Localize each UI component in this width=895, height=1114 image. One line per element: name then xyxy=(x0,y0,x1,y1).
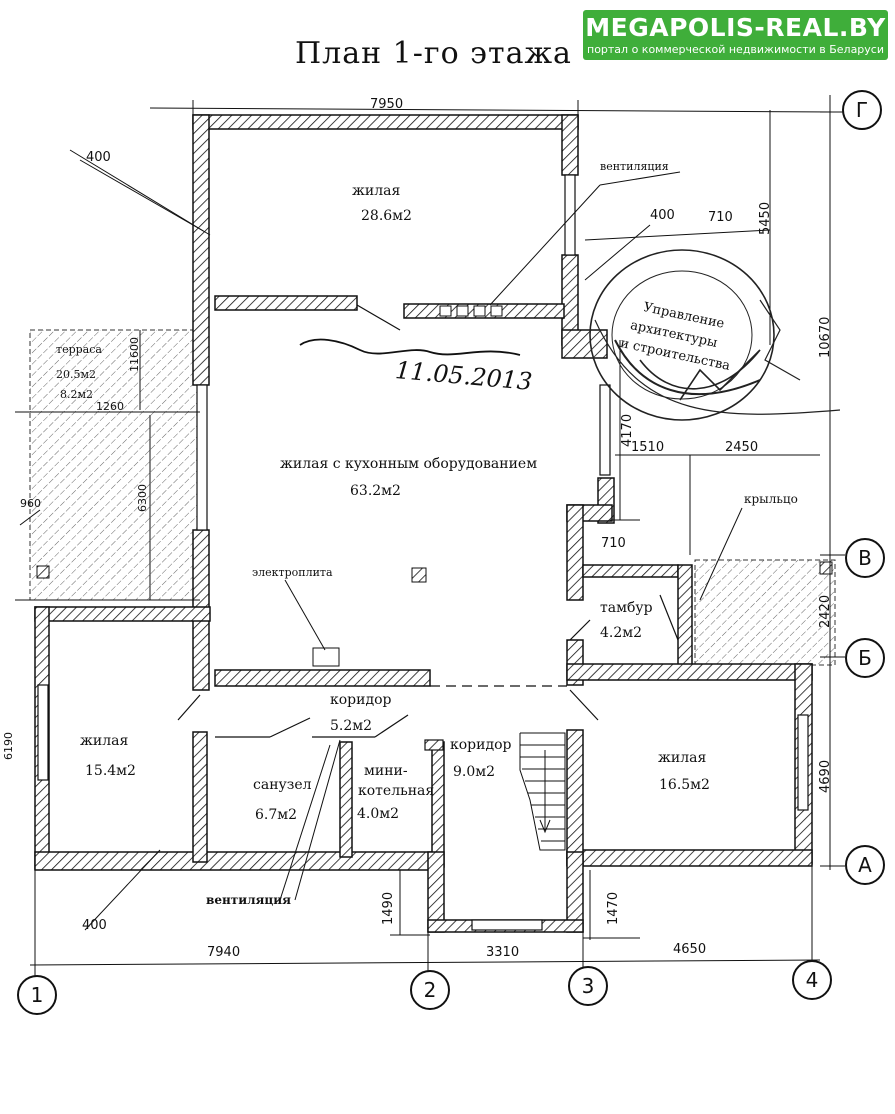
room-area-living-top: 28.6м2 xyxy=(361,208,412,224)
room-name-corridor-top: коридор xyxy=(330,692,392,708)
dim-1470: 1470 xyxy=(606,891,621,925)
page-title: План 1-го этажа xyxy=(295,36,572,71)
room-area-corridor-top: 5.2м2 xyxy=(330,718,373,734)
room-area-bathroom: 6.7м2 xyxy=(255,807,298,823)
room-name-living-kitchen: жилая с кухонным оборудованием xyxy=(280,456,538,472)
staircase xyxy=(519,732,566,851)
room-area-living-right: 16.5м2 xyxy=(659,777,710,793)
windows xyxy=(37,174,809,931)
dim-710-top: 710 xyxy=(708,210,733,225)
room-name-living-right: жилая xyxy=(658,750,707,766)
room-name-boiler-2: котельная xyxy=(358,783,435,799)
dim-4170: 4170 xyxy=(620,413,635,447)
room-name-corridor-mid: коридор xyxy=(450,737,512,753)
label-terrace-area-2: 8.2м2 xyxy=(60,388,94,401)
post xyxy=(36,565,50,579)
dim-6300: 6300 xyxy=(136,484,149,512)
room-area-vestibule: 4.2м2 xyxy=(600,625,643,641)
room-area-corridor-mid: 9.0м2 xyxy=(453,764,496,780)
room-area-living-left: 15.4м2 xyxy=(85,763,136,779)
axis-marker-a: А xyxy=(845,845,885,885)
room-name-vestibule: тамбур xyxy=(600,600,653,616)
room-area-living-kitchen: 63.2м2 xyxy=(350,483,401,499)
room-name-boiler-1: мини- xyxy=(364,763,408,779)
dim-3310: 3310 xyxy=(486,945,520,960)
room-name-bathroom: санузел xyxy=(253,777,312,793)
label-ventilation-top: вентиляция xyxy=(600,160,669,173)
dim-7950: 7950 xyxy=(370,97,404,112)
axis-marker-b: Б xyxy=(845,638,885,678)
dim-400-bottom: 400 xyxy=(82,918,107,933)
dim-960: 960 xyxy=(20,497,41,510)
axis-marker-3: 3 xyxy=(568,966,608,1006)
post xyxy=(819,561,833,575)
dim-1260: 1260 xyxy=(96,400,124,413)
dim-4650: 4650 xyxy=(673,942,707,957)
dim-1510: 1510 xyxy=(631,440,665,455)
label-ventilation-bottom: вентиляция xyxy=(206,893,292,907)
room-area-boiler: 4.0м2 xyxy=(357,806,400,822)
brand-tagline: портал о коммерческой недвижимости в Бел… xyxy=(587,43,884,56)
signature-scrawl xyxy=(299,338,521,356)
approval-stamp xyxy=(589,249,841,421)
leader-lines xyxy=(79,159,743,931)
label-stove: электроплита xyxy=(252,566,333,579)
axis-marker-g: Г xyxy=(842,90,882,130)
dim-2420: 2420 xyxy=(818,594,833,628)
porch-area xyxy=(694,559,836,666)
label-terrace: терраса xyxy=(56,343,102,356)
dimension-lines xyxy=(15,95,845,985)
dim-7940: 7940 xyxy=(207,945,241,960)
dim-1490: 1490 xyxy=(381,891,396,925)
dim-6190: 6190 xyxy=(2,732,15,760)
room-name-living-top: жилая xyxy=(352,183,401,199)
terrace-area xyxy=(29,329,201,601)
dim-2450: 2450 xyxy=(725,440,759,455)
column xyxy=(411,567,427,583)
brand-name: MEGAPOLIS-REAL.BY xyxy=(585,13,886,42)
dim-710-mid: 710 xyxy=(601,536,626,551)
dim-4690: 4690 xyxy=(818,759,833,793)
dim-11600: 11600 xyxy=(128,337,141,372)
doors xyxy=(177,304,679,751)
dim-10670: 10670 xyxy=(818,316,833,358)
site-banner[interactable]: MEGAPOLIS-REAL.BY портал о коммерческой … xyxy=(583,10,888,60)
dim-400-right: 400 xyxy=(650,208,675,223)
ventilation-blocks xyxy=(439,305,503,317)
axis-marker-1: 1 xyxy=(17,975,57,1015)
label-porch: крыльцо xyxy=(744,492,798,506)
dim-400-top: 400 xyxy=(86,150,111,165)
stove-symbol xyxy=(312,647,340,667)
axis-marker-v: В xyxy=(845,538,885,578)
dim-5450: 5450 xyxy=(758,201,773,235)
label-terrace-area: 20.5м2 xyxy=(56,368,97,381)
axis-marker-4: 4 xyxy=(792,960,832,1000)
room-name-living-left: жилая xyxy=(80,733,129,749)
axis-marker-2: 2 xyxy=(410,970,450,1010)
